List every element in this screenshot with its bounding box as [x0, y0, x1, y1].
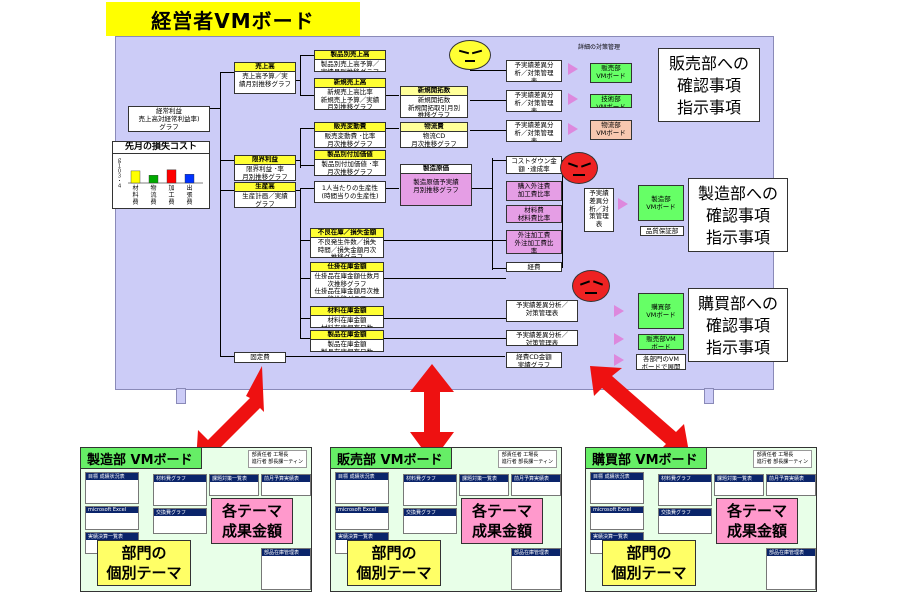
- category-label: 材: [132, 184, 138, 192]
- sales-vm-board-2[interactable]: 販売部VM ボード: [638, 334, 684, 350]
- theme-label: 部門の 個別テーマ: [97, 540, 191, 586]
- per-person-box: 1人当たりの生産性 (時間当りの生産性): [314, 181, 386, 203]
- tree-line: [220, 72, 221, 356]
- production-box: 生産高生産計画／実績 グラフ: [234, 182, 296, 208]
- mfg-cost-box: 製造原価製造原価予実績 月別推移グラフ: [400, 164, 472, 206]
- theme-label: 部門の 個別テーマ: [347, 540, 441, 586]
- fixed-cost-box: 固定費: [234, 352, 286, 363]
- board-leg: [176, 388, 186, 404]
- variable-cost-box: 販売変動費販売変動費 ･比率 月次推移グラフ: [314, 122, 386, 148]
- plan-box: 予実績差異分 析／対策管理 表: [506, 60, 562, 82]
- board-info: 部責任者 工場長 進行者 部長課ーティン: [247, 450, 307, 468]
- all-dept-board[interactable]: 各部門のVM ボードで展開: [636, 354, 686, 370]
- other-cost-box: 経費: [506, 262, 562, 272]
- cost-down-box: コストダウン金 額 ･達成率: [506, 156, 562, 174]
- category-label: 費: [168, 198, 174, 206]
- board-title: 販売部 VMボード: [330, 447, 452, 469]
- purchase-vm-board[interactable]: 購買部 VMボード: [638, 293, 684, 329]
- double-arrow-icon: [410, 364, 454, 462]
- material-stock-box: 材料在庫金額材料在庫金額 材料在庫保有日数: [310, 306, 384, 328]
- limit-profit-box: 限界利益限界利益 ･率 月別推移グラフ: [234, 155, 296, 181]
- category-label: 流: [150, 191, 156, 199]
- board-info: 部責任者 工場長 進行者 部長課ーティン: [497, 450, 557, 468]
- sales-vm-board[interactable]: 販売部 VMボード: [590, 63, 632, 83]
- cd-graph-box: 経費CD金額 実績グラフ: [506, 352, 562, 368]
- category-label: 費: [132, 198, 138, 206]
- angry-face-icon: [560, 152, 598, 184]
- mfg-plan-box: 予実績 差異分 析／対 策管理 表: [584, 188, 614, 232]
- category-label: 出: [186, 184, 192, 192]
- plan-box: 予実績差異分 析／対策管理 表: [506, 120, 562, 142]
- outsource-box: 外注加工費 外注加工費比 率: [506, 230, 562, 254]
- mfg-dept-board: 製造部 VMボード 部責任者 工場長 進行者 部長課ーティン 目標 成績状況表 …: [80, 447, 312, 592]
- material-ratio-box: 材料費 材料費比率: [506, 205, 562, 223]
- loss-bar: [130, 170, 141, 184]
- purch-plan-box: 予実績差異分析／ 対策管理表: [506, 330, 578, 346]
- arrow-right-icon: [568, 123, 578, 135]
- purchase-dept-board: 購買部 VMボード 部責任者 工場長 進行者 部長課ーティン 目標 成績状況表 …: [585, 447, 817, 592]
- mfg-vm-board[interactable]: 製造部 VMボード: [638, 185, 684, 221]
- arrow-right-icon: [614, 333, 624, 345]
- category-label: 料: [132, 191, 138, 199]
- board-title: 製造部 VMボード: [80, 447, 202, 469]
- double-arrow-icon: [590, 366, 690, 458]
- loss-bar: [166, 169, 177, 184]
- new-sales-box: 新規売上高新規売上高比率 新規売上予算／実績 月別推移グラフ: [314, 78, 386, 110]
- page-title: 経営者VMボード: [106, 2, 360, 36]
- loss-cost-chart: 先月の損失コスト ｇ１０３・４ 材料費物流費加工費出張費: [112, 141, 210, 209]
- loss-bar: [184, 174, 195, 184]
- sales-dept-board: 販売部 VMボード 部責任者 工場長 進行者 部長課ーティン 目標 成績状況表 …: [330, 447, 562, 592]
- detail-note: 詳細の対策管理: [578, 44, 621, 51]
- purchase-cost-box: 購入外注費 加工費比率: [506, 181, 562, 201]
- tech-vm-board[interactable]: 技術部 VMボード: [590, 94, 632, 108]
- loss-bar: [148, 175, 159, 184]
- purch-plan-box: 予実績差異分析／ 対策管理表: [506, 300, 578, 322]
- theme-label: 部門の 個別テーマ: [602, 540, 696, 586]
- plan-box: 予実績差異分 析／対策管理 表: [506, 90, 562, 112]
- axis-label: ｇ１０３・４: [116, 158, 122, 188]
- sales-callout: 販売部への 確認事項 指示事項: [658, 48, 760, 122]
- result-label: 各テーマ 成果金額: [461, 498, 543, 544]
- arrow-right-icon: [618, 198, 628, 210]
- category-label: 加: [168, 184, 174, 192]
- result-label: 各テーマ 成果金額: [211, 498, 293, 544]
- sales-box: 売上高売上高予算／実 績月別推移グラフ: [234, 62, 296, 94]
- neutral-face-icon: [449, 40, 491, 70]
- product-stock-box: 製品在庫金額製品在庫金額 製品在庫保有日数: [310, 330, 384, 352]
- arrow-right-icon: [568, 63, 578, 75]
- loss-cost-label: 先月の損失コスト: [113, 142, 209, 154]
- category-label: 張: [186, 192, 192, 199]
- added-value-box: 製品別付加価値製品別付加価値 ･率 月次推移グラフ: [314, 150, 386, 176]
- double-arrow-icon: [196, 366, 264, 462]
- result-label: 各テーマ 成果金額: [716, 498, 798, 544]
- category-label: 費: [186, 198, 192, 206]
- product-sales-box: 製品別売上高製品別売上高予算／ 実績月別推移グラフ: [314, 50, 386, 72]
- sad-face-icon: [572, 270, 610, 302]
- defect-box: 不良在庫／損失金額不良発生件数／損失 時間／損失金額月次 推移グラフ: [310, 228, 384, 258]
- board-info: 部責任者 工場長 進行者 部長課ーティン: [752, 450, 812, 468]
- new-dev-box: 新規開拓数新規開拓数 新規開拓取引月別 推移グラフ: [400, 86, 468, 118]
- ordinary-profit-box: 経常利益 売上高対経常利益率) グラフ: [128, 106, 210, 132]
- board-leg: [704, 388, 714, 404]
- quality-board[interactable]: 品質保証部: [640, 226, 684, 236]
- arrow-right-icon: [614, 354, 624, 366]
- arrow-right-icon: [568, 93, 578, 105]
- board-title: 購買部 VMボード: [585, 447, 707, 469]
- logistics-cost-box: 物流費物流CD 月次推移グラフ: [400, 122, 468, 148]
- category-label: 工: [168, 192, 174, 199]
- mfg-callout: 製造部への 確認事項 指示事項: [688, 178, 788, 252]
- category-label: 物: [150, 184, 156, 192]
- logistics-vm-board[interactable]: 物流部 VMボード: [590, 120, 632, 140]
- category-label: 費: [150, 198, 156, 206]
- purchase-callout: 購買部への 確認事項 指示事項: [688, 288, 788, 362]
- arrow-right-icon: [614, 305, 624, 317]
